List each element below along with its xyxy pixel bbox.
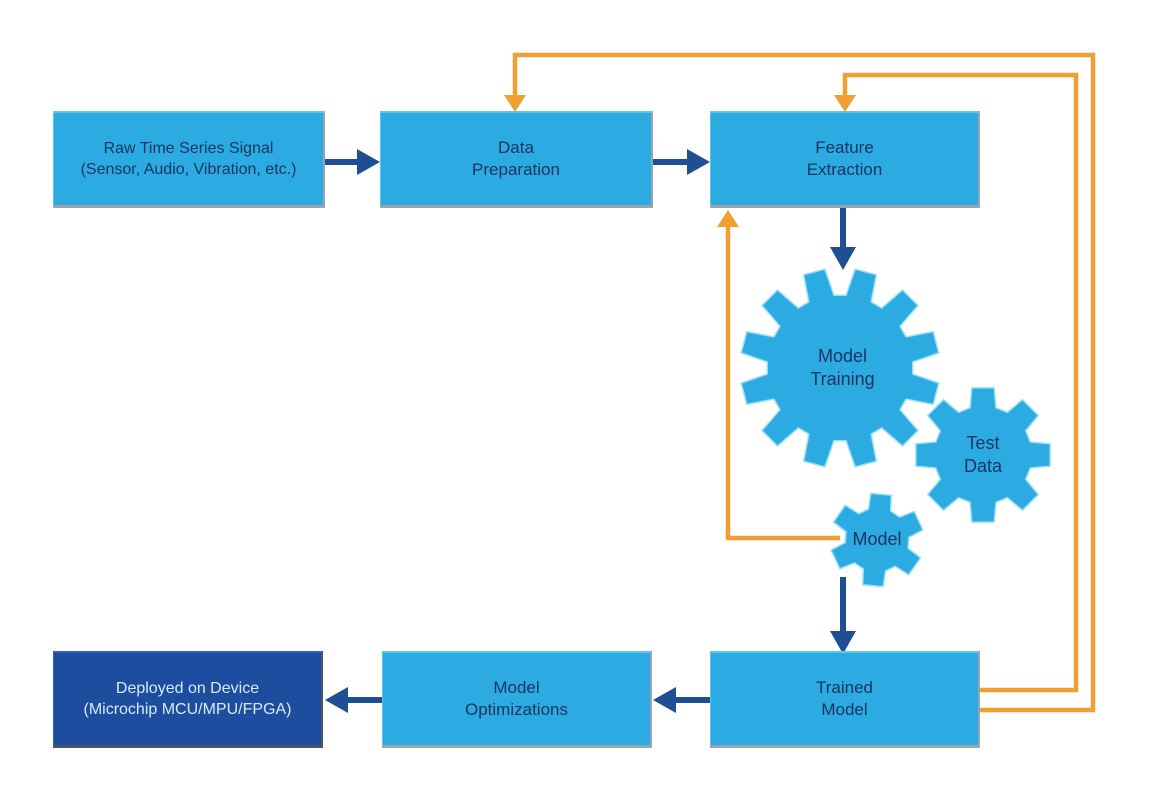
- feedback-trained-to-feat: [834, 72, 1079, 693]
- node-label-line: (Sensor, Audio, Vibration, etc.): [80, 161, 297, 178]
- arrow-raw-to-prep: [325, 149, 380, 175]
- arrow-right-icon: [687, 149, 710, 175]
- node-label-line: (Microchip MCU/MPU/FPGA): [83, 701, 292, 718]
- node-label-line: Optimizations: [465, 700, 568, 719]
- arrow-feat-to-training: [830, 208, 856, 270]
- arrow-trained-to-optim: [653, 687, 710, 713]
- arrow-down-icon: [504, 95, 526, 112]
- arrow-up-icon: [717, 210, 739, 227]
- arrow-model-to-trained: [830, 577, 856, 654]
- node-deployed-on-device: Deployed on Device (Microchip MCU/MPU/FP…: [53, 651, 323, 748]
- node-feature-extraction: Feature Extraction: [710, 111, 980, 208]
- arrow-optim-to-deploy: [325, 687, 382, 713]
- arrow-left-icon: [653, 687, 676, 713]
- arrow-down-icon: [830, 247, 856, 270]
- arrow-down-icon: [834, 95, 856, 112]
- arrow-down-icon: [830, 631, 856, 654]
- node-label-line: Data: [498, 137, 534, 157]
- node-model-optimizations: Model Optimizations: [382, 651, 652, 748]
- node-label-line: Deployed on Device: [115, 679, 260, 697]
- node-raw-signal: Raw Time Series Signal (Sensor, Audio, V…: [53, 111, 325, 208]
- node-label-line: Model: [821, 700, 868, 719]
- arrow-right-icon: [357, 149, 380, 175]
- feedback-model-to-feat: [717, 210, 840, 541]
- node-label-line: Feature: [815, 137, 874, 157]
- feedback-trained-to-prep: [504, 52, 1096, 713]
- node-label-line: Extraction: [806, 160, 883, 179]
- arrow-prep-to-feat: [653, 149, 710, 175]
- node-label-line: Trained: [815, 677, 873, 697]
- node-label-line: Raw Time Series Signal: [103, 139, 274, 157]
- test-data-gear-icon: [915, 387, 1051, 523]
- model-training-gear-icon: [740, 268, 940, 468]
- arrow-left-icon: [325, 687, 348, 713]
- node-label-line: Preparation: [472, 160, 560, 179]
- node-trained-model: Trained Model: [710, 651, 980, 748]
- node-data-preparation: Data Preparation: [380, 111, 653, 208]
- model-gear-icon: [830, 492, 924, 588]
- node-label-line: Model: [493, 677, 540, 697]
